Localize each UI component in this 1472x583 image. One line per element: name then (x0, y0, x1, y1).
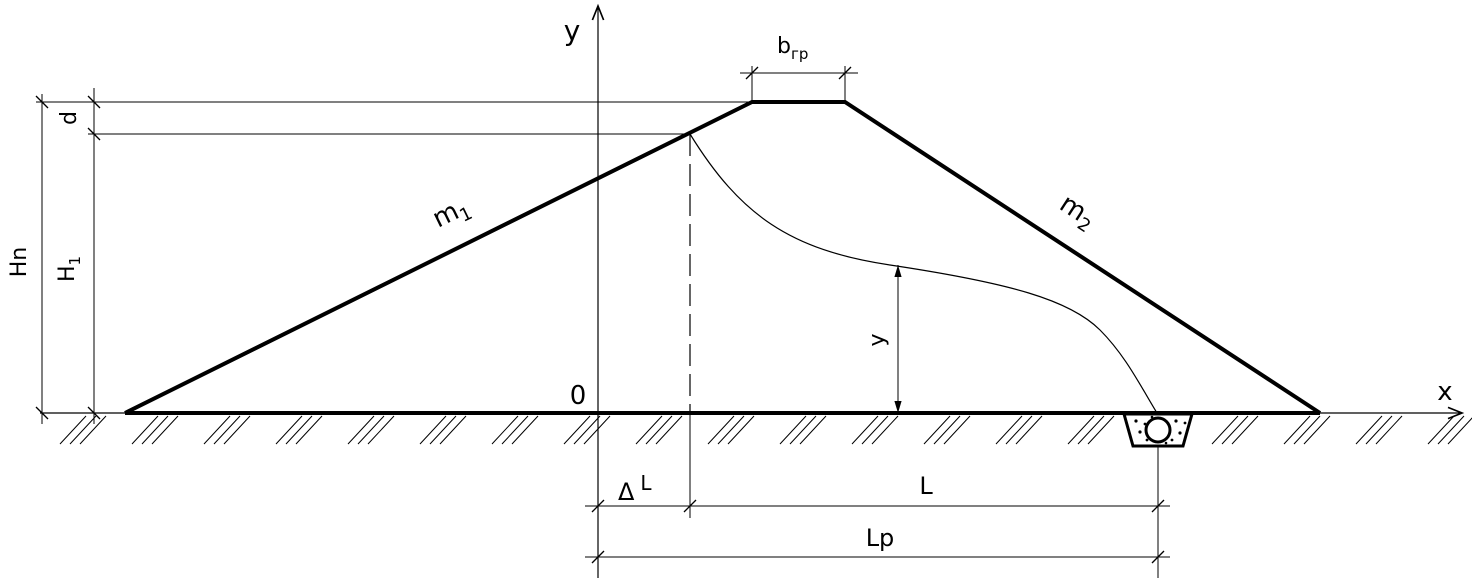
hatch-stroke (871, 415, 899, 445)
hatch-stroke (69, 415, 97, 445)
hatch-stroke (357, 415, 385, 445)
hatch-stroke (779, 415, 807, 445)
hatch-stroke (995, 415, 1023, 445)
x-axis-label: x (1437, 377, 1452, 407)
tick (591, 550, 605, 564)
hatch-stroke (59, 415, 87, 445)
hatch-stroke (635, 415, 663, 445)
y-axis-label: y (564, 14, 581, 47)
hatch-stroke (223, 415, 251, 445)
tick (683, 499, 697, 513)
tick (87, 95, 101, 109)
hatch-stroke (923, 415, 951, 445)
origin-label: 0 (570, 381, 587, 411)
hatch-stroke (1211, 415, 1239, 445)
hatch-stroke (645, 415, 673, 445)
hatch-stroke (1375, 415, 1403, 445)
drain (1122, 412, 1194, 448)
hatch-stroke (717, 415, 745, 445)
hatch-stroke (1355, 415, 1383, 445)
tick (87, 406, 101, 420)
hatch-stroke (789, 415, 817, 445)
hatch-stroke (275, 415, 303, 445)
hatch-stroke (1231, 415, 1259, 445)
hatch-stroke (1005, 415, 1033, 445)
hatch-stroke (943, 415, 971, 445)
y-ordinate-label: y (865, 333, 890, 346)
slope-m2-label: m2 (1052, 189, 1101, 238)
dam-profile (124, 100, 1322, 415)
hatch-stroke (367, 415, 395, 445)
hatch-stroke (727, 415, 755, 445)
tick (1151, 550, 1165, 564)
hatch-stroke (141, 415, 169, 445)
hatch-stroke (151, 415, 179, 445)
hatch-stroke (861, 415, 889, 445)
hatch-stroke (1303, 415, 1331, 445)
hatch-stroke (1437, 415, 1465, 445)
hatch-stroke (419, 415, 447, 445)
hatch-stroke (439, 415, 467, 445)
drain-pipe (1144, 416, 1172, 444)
hatch-stroke (1077, 415, 1105, 445)
tick (591, 499, 605, 513)
hn-label: Hn (7, 247, 32, 278)
tick (1151, 499, 1165, 513)
hatch-stroke (583, 415, 611, 445)
tick (87, 127, 101, 141)
h1-label: H1 (55, 256, 84, 282)
hatch-stroke (799, 415, 827, 445)
hatch-stroke (79, 415, 107, 445)
hatch-stroke (501, 415, 529, 445)
hatch-stroke (563, 415, 591, 445)
l-label: L (919, 472, 933, 500)
hatch-stroke (1293, 415, 1321, 445)
tick (35, 406, 49, 420)
hatch-stroke (573, 415, 601, 445)
seepage-curve (689, 133, 1158, 414)
hatch-stroke (1087, 415, 1115, 445)
tick (838, 66, 852, 80)
hatch-stroke (1427, 415, 1455, 445)
tick (745, 66, 759, 80)
hatch-stroke (1365, 415, 1393, 445)
hatch-stroke (491, 415, 519, 445)
hatch-stroke (213, 415, 241, 445)
hatch-stroke (347, 415, 375, 445)
lp-label: Lp (866, 524, 895, 552)
hatch-stroke (1447, 417, 1472, 445)
hatch-stroke (511, 415, 539, 445)
hatch-stroke (1067, 415, 1095, 445)
slope-m1-label: m1 (428, 191, 476, 238)
hatch-stroke (285, 415, 313, 445)
hatch-stroke (851, 415, 879, 445)
crest-width-label: bгр (777, 34, 808, 63)
tick (35, 95, 49, 109)
hatch-stroke (131, 415, 159, 445)
hatch-stroke (1283, 415, 1311, 445)
ground-hatching (59, 415, 1472, 445)
hatch-stroke (295, 415, 323, 445)
hatch-stroke (933, 415, 961, 445)
hatch-stroke (1221, 415, 1249, 445)
freeboard-label: d (57, 111, 82, 125)
hatch-stroke (203, 415, 231, 445)
hatch-stroke (1015, 415, 1043, 445)
hatch-stroke (429, 415, 457, 445)
hatch-stroke (655, 415, 683, 445)
hatch-stroke (707, 415, 735, 445)
